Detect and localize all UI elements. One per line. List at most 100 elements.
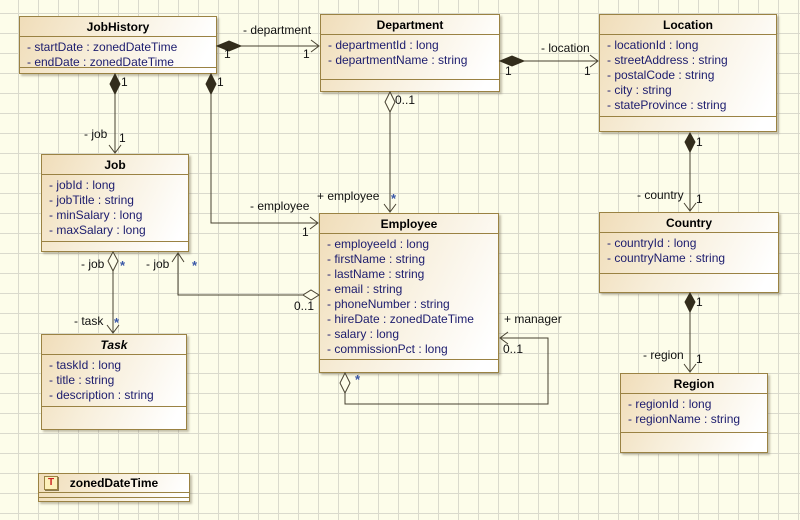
attribute: - departmentName : string bbox=[328, 53, 468, 67]
attribute: - salary : long bbox=[327, 327, 400, 341]
assoc-role-label: - location bbox=[541, 41, 590, 55]
assoc-multiplicity: 1 bbox=[696, 295, 703, 309]
operations-compartment bbox=[621, 432, 767, 452]
assoc-multiplicity: 1 bbox=[302, 225, 309, 239]
operations-compartment bbox=[42, 406, 186, 429]
attributes-compartment: - employeeId : long - firstName : string… bbox=[320, 234, 498, 359]
attribute: - jobId : long bbox=[49, 178, 116, 192]
assoc-multiplicity: 0..1 bbox=[503, 342, 524, 356]
assoc-multiplicity: 1 bbox=[696, 352, 703, 366]
operations-compartment bbox=[42, 241, 188, 251]
class-region[interactable]: Region - regionId : long - regionName : … bbox=[620, 373, 768, 453]
attribute: - title : string bbox=[49, 373, 115, 387]
assoc-multiplicity: 1 bbox=[584, 64, 591, 78]
attribute: - commissionPct : long bbox=[327, 342, 448, 356]
assoc-multiplicity: 1 bbox=[505, 64, 512, 78]
open-arrowhead bbox=[683, 363, 697, 373]
attribute: - locationId : long bbox=[607, 38, 699, 52]
assoc-multiplicity: * bbox=[355, 372, 361, 387]
assoc-multiplicity: 1 bbox=[696, 192, 703, 206]
attribute: - city : string bbox=[607, 83, 672, 97]
datatype-compartment bbox=[39, 497, 189, 501]
assoc-role-label: + manager bbox=[504, 312, 562, 326]
attribute: - regionName : string bbox=[628, 412, 741, 426]
assoc-multiplicity: 1 bbox=[121, 75, 128, 89]
assoc-multiplicity: 1 bbox=[303, 47, 310, 61]
class-jobhistory[interactable]: JobHistory - startDate : zonedDateTime -… bbox=[19, 16, 217, 74]
operations-compartment bbox=[600, 273, 778, 292]
attribute: - postalCode : string bbox=[607, 68, 715, 82]
class-job[interactable]: Job - jobId : long - jobTitle : string -… bbox=[41, 154, 189, 252]
composition-diamond bbox=[684, 131, 696, 154]
class-title: Job bbox=[42, 155, 188, 175]
aggregation-diamond bbox=[107, 250, 119, 273]
attribute: - firstName : string bbox=[327, 252, 426, 266]
class-location[interactable]: Location - locationId : long - streetAdd… bbox=[599, 14, 777, 132]
composition-diamond bbox=[205, 72, 217, 96]
assoc-multiplicity: * bbox=[114, 315, 120, 330]
class-country[interactable]: Country - countryId : long - countryName… bbox=[599, 212, 779, 293]
composition-diamond bbox=[684, 291, 696, 314]
assoc-role-label: - country bbox=[637, 188, 684, 202]
assoc-role-label: - job bbox=[146, 257, 170, 271]
assoc-role-label: - employee bbox=[250, 199, 310, 213]
attribute: - lastName : string bbox=[327, 267, 425, 281]
attributes-compartment: - jobId : long - jobTitle : string - min… bbox=[42, 175, 188, 241]
attributes-compartment: - departmentId : long - departmentName :… bbox=[321, 35, 499, 79]
assoc-role-label: - job bbox=[81, 257, 105, 271]
class-title: Region bbox=[621, 374, 767, 394]
attribute: - jobTitle : string bbox=[49, 193, 134, 207]
assoc-multiplicity: 0..1 bbox=[294, 299, 315, 313]
assoc-multiplicity: 1 bbox=[224, 47, 231, 61]
assoc-multiplicity: * bbox=[391, 191, 397, 206]
open-arrowhead bbox=[309, 216, 319, 230]
open-arrowhead bbox=[683, 202, 697, 212]
attribute: - minSalary : long bbox=[49, 208, 143, 222]
assoc-role-label: - task bbox=[74, 314, 104, 328]
attribute: - startDate : zonedDateTime bbox=[27, 40, 178, 54]
operations-compartment bbox=[600, 116, 776, 131]
class-title: Department bbox=[321, 15, 499, 35]
aggregation-diamond bbox=[339, 371, 351, 395]
open-arrowhead bbox=[108, 144, 122, 154]
attributes-compartment: - regionId : long - regionName : string bbox=[621, 394, 767, 432]
composition-diamond bbox=[109, 72, 121, 96]
attribute: - email : string bbox=[327, 282, 403, 296]
assoc-multiplicity: * bbox=[192, 258, 198, 273]
datatype-compartment bbox=[39, 492, 189, 497]
open-arrowhead bbox=[310, 39, 320, 53]
class-title: JobHistory bbox=[20, 17, 216, 37]
assoc-role-label: - job bbox=[84, 127, 108, 141]
attributes-compartment: - locationId : long - streetAddress : st… bbox=[600, 35, 776, 116]
attribute: - regionId : long bbox=[628, 397, 712, 411]
class-title: Task bbox=[42, 335, 186, 355]
assoc-multiplicity: 1 bbox=[217, 75, 224, 89]
operations-compartment bbox=[321, 79, 499, 91]
attribute: - countryId : long bbox=[607, 236, 697, 250]
datatype-title: T zonedDateTime bbox=[39, 474, 189, 492]
assoc-multiplicity: 1 bbox=[696, 135, 703, 149]
attribute: - employeeId : long bbox=[327, 237, 430, 251]
datatype-zoneddatetime[interactable]: T zonedDateTime bbox=[38, 473, 190, 502]
attribute: - phoneNumber : string bbox=[327, 297, 450, 311]
attribute: - streetAddress : string bbox=[607, 53, 728, 67]
attribute: - taskId : long bbox=[49, 358, 122, 372]
assoc-multiplicity: * bbox=[120, 258, 126, 273]
class-task[interactable]: Task - taskId : long - title : string - … bbox=[41, 334, 187, 430]
assoc-role-label: - region bbox=[643, 348, 684, 362]
operations-compartment bbox=[320, 359, 498, 372]
attribute: - endDate : zonedDateTime bbox=[27, 55, 174, 67]
datatype-icon: T bbox=[44, 476, 58, 490]
composition-diamond bbox=[498, 55, 526, 67]
attribute: - maxSalary : long bbox=[49, 223, 146, 237]
attribute: - departmentId : long bbox=[328, 38, 439, 52]
aggregation-diamond bbox=[384, 90, 396, 114]
attribute: - stateProvince : string bbox=[607, 98, 727, 112]
attributes-compartment: - taskId : long - title : string - descr… bbox=[42, 355, 186, 406]
attribute: - hireDate : zonedDateTime bbox=[327, 312, 474, 326]
attribute: - description : string bbox=[49, 388, 154, 402]
class-employee[interactable]: Employee - employeeId : long - firstName… bbox=[319, 213, 499, 373]
class-title: Country bbox=[600, 213, 778, 233]
class-department[interactable]: Department - departmentId : long - depar… bbox=[320, 14, 500, 92]
